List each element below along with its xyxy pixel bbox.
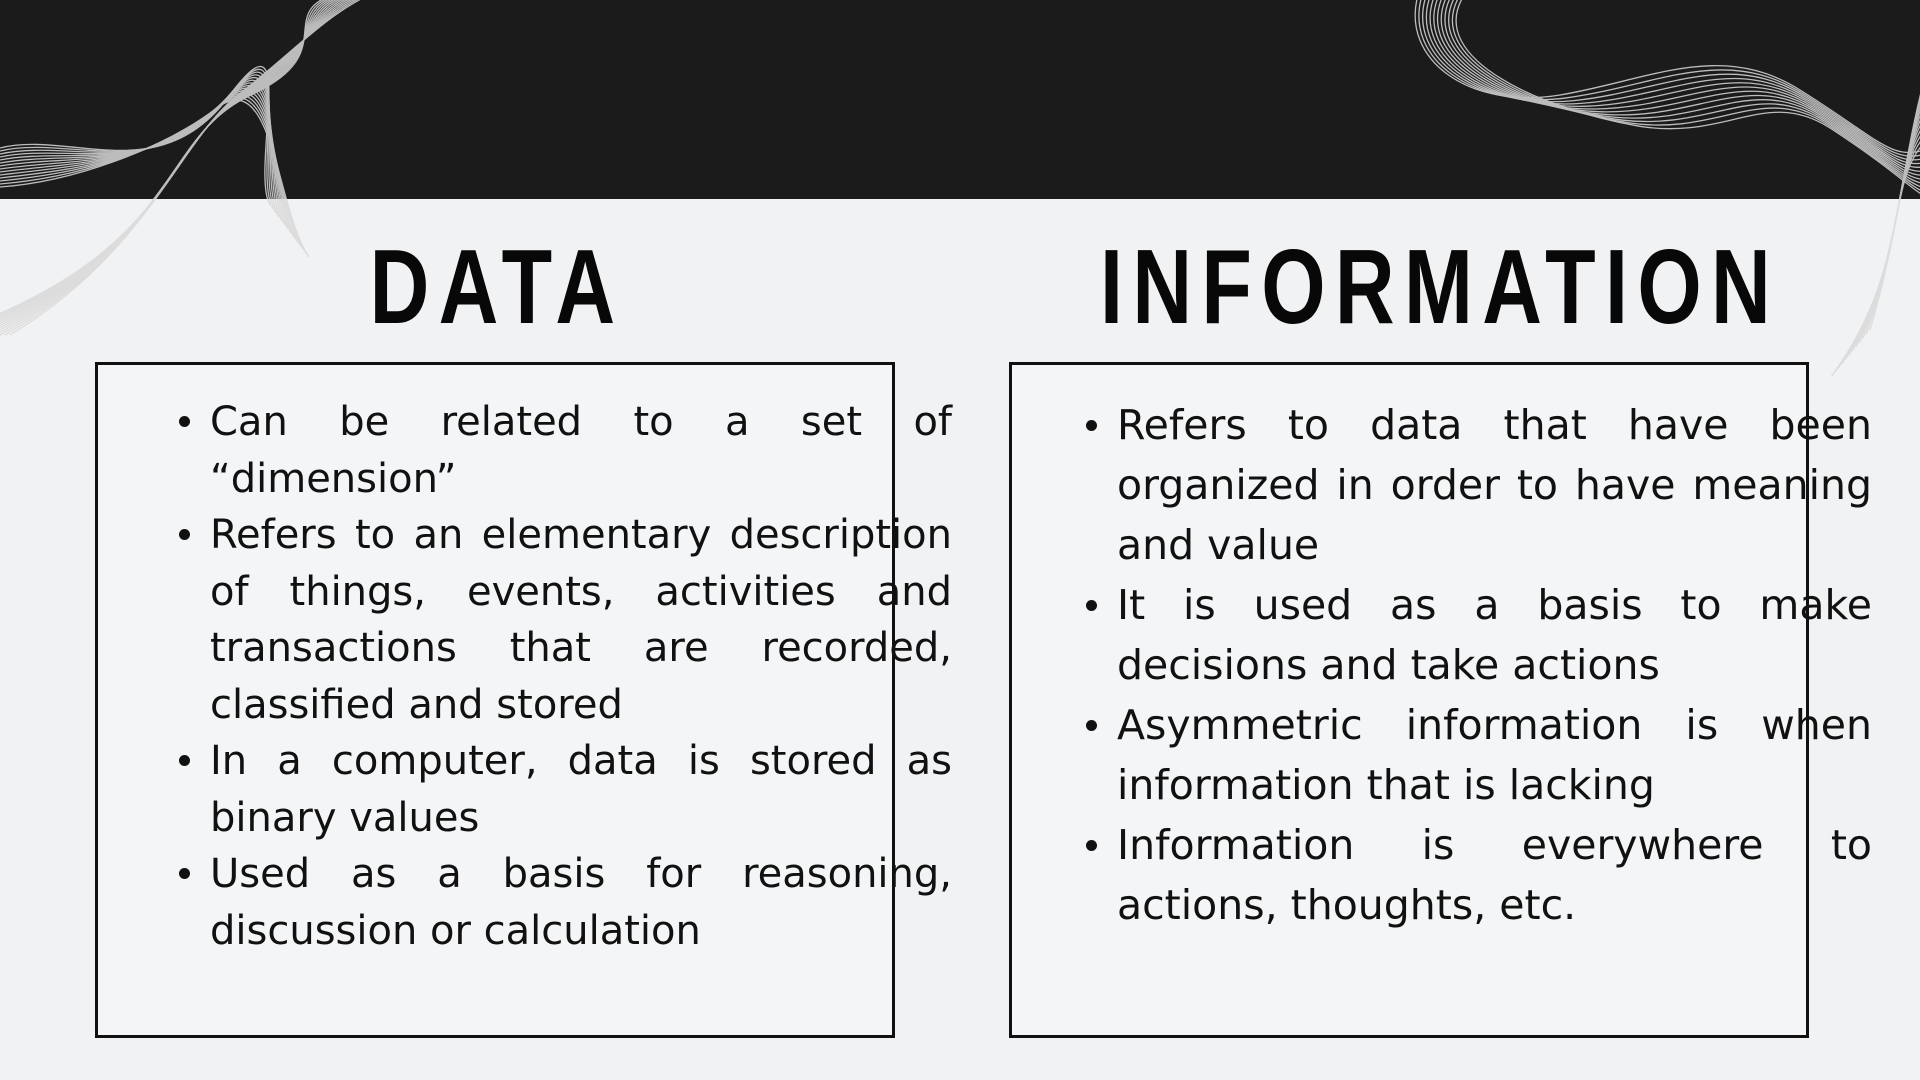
information-bullet-item: It is used as a basis to make decisions … (1086, 575, 1872, 695)
information-bullet-text: Information is everywhere to actions, th… (1117, 821, 1872, 929)
data-bullet-item: Used as a basis for reasoning, discussio… (179, 846, 952, 959)
information-bullet-list: Refers to data that have been organized … (1086, 395, 1872, 935)
information-bullet-item: Information is everywhere to actions, th… (1086, 815, 1872, 935)
data-bullet-list: Can be related to a set of “dimension” R… (179, 394, 952, 959)
bullet-icon (1086, 600, 1097, 611)
data-card: Can be related to a set of “dimension” R… (95, 362, 952, 1038)
data-bullet-text: In a computer, data is stored as binary … (210, 738, 952, 841)
information-bullet-text: It is used as a basis to make decisions … (1117, 581, 1872, 689)
data-bullet-item: In a computer, data is stored as binary … (179, 733, 952, 846)
information-card: Refers to data that have been organized … (1009, 362, 1872, 1038)
bullet-icon (179, 868, 190, 879)
bullet-icon (179, 755, 190, 766)
information-bullet-text: Asymmetric information is when informati… (1117, 701, 1872, 809)
data-bullet-text: Can be related to a set of “dimension” (210, 399, 952, 502)
data-bullet-text: Refers to an elementary description of t… (210, 512, 952, 728)
bullet-icon (1086, 720, 1097, 731)
information-bullet-text: Refers to data that have been organized … (1117, 401, 1872, 569)
bullet-icon (179, 529, 190, 540)
information-bullet-item: Asymmetric information is when informati… (1086, 695, 1872, 815)
information-heading: INFORMATION (1100, 228, 1781, 346)
bullet-icon (179, 416, 190, 427)
data-bullet-text: Used as a basis for reasoning, discussio… (210, 851, 952, 954)
data-heading: DATA (369, 228, 625, 346)
bullet-icon (1086, 420, 1097, 431)
data-bullet-item: Refers to an elementary description of t… (179, 507, 952, 733)
information-bullet-item: Refers to data that have been organized … (1086, 395, 1872, 575)
header-band (0, 0, 1920, 199)
data-bullet-item: Can be related to a set of “dimension” (179, 394, 952, 507)
bullet-icon (1086, 840, 1097, 851)
